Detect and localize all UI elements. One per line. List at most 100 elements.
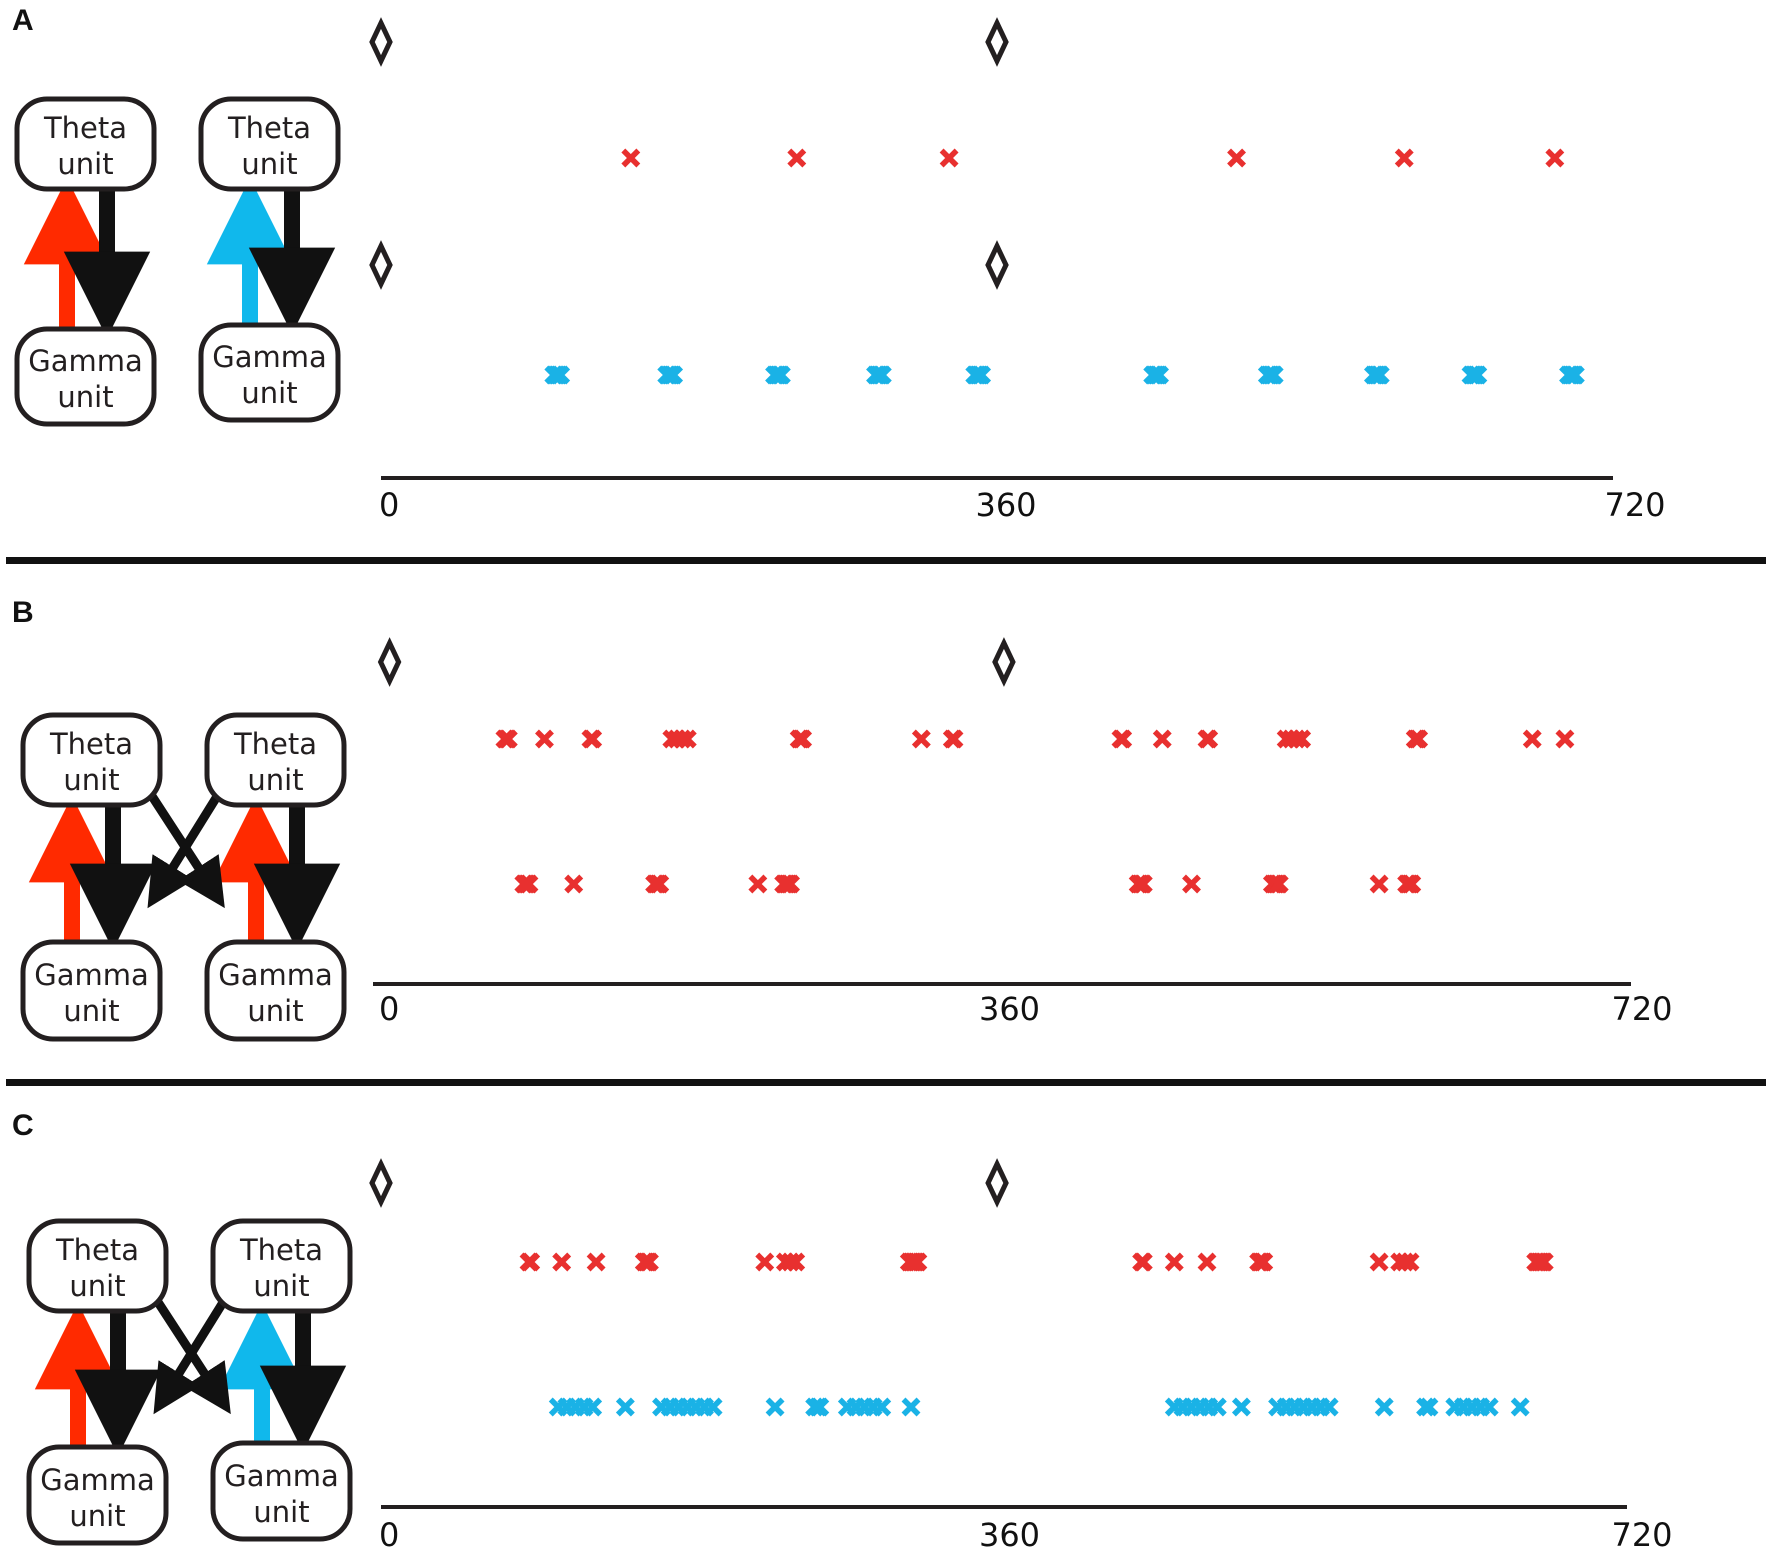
spike-marker-red <box>1182 874 1201 894</box>
theta-peak-diamond-marker <box>985 17 1009 67</box>
spike-marker-blue <box>1479 1397 1499 1417</box>
spike-marker-red <box>1555 729 1575 749</box>
spike-marker-blue <box>1370 365 1390 385</box>
cross-arrow-black <box>144 787 225 909</box>
spike-marker-red <box>781 874 801 894</box>
spike-marker-red <box>1394 148 1414 168</box>
theta-peak-diamond-marker <box>369 17 393 67</box>
spike-marker-blue <box>872 365 892 385</box>
spike-marker-blue <box>1510 1397 1530 1417</box>
spike-marker-red <box>521 1252 541 1272</box>
gamma-unit-label: Gamma <box>28 344 143 378</box>
spike-marker-blue <box>872 1397 892 1417</box>
panel-b-raster: 0 360 720 <box>373 637 1673 1028</box>
spike-marker-red <box>787 148 807 168</box>
spike-marker-red <box>1402 874 1422 894</box>
panel-c-label: C <box>12 1109 34 1142</box>
spike-marker-red <box>498 729 518 749</box>
spike-marker-red <box>1164 1252 1184 1272</box>
theta-unit-box: Theta unit <box>14 96 157 192</box>
theta-unit-label: unit <box>69 1269 125 1303</box>
spike-marker-red <box>564 874 584 894</box>
spike-marker-red <box>908 1252 928 1272</box>
spike-marker-blue <box>901 1397 921 1417</box>
axis-tick-label: 360 <box>975 486 1036 524</box>
theta-unit-label: Theta <box>43 111 127 145</box>
spike-marker-red <box>1152 729 1172 749</box>
gamma-unit-label: unit <box>57 380 113 414</box>
spike-marker-red <box>672 729 692 749</box>
theta-unit-label: Theta <box>227 111 311 145</box>
spike-marker-red <box>621 148 641 168</box>
gamma-unit-label: Gamma <box>218 958 333 992</box>
panel-b-label: B <box>12 596 34 629</box>
gamma-unit-box: Gamma unit <box>26 1444 169 1546</box>
spike-marker-red <box>781 1252 801 1272</box>
theta-unit-label: unit <box>247 763 303 797</box>
theta-peak-diamond-marker <box>985 240 1009 290</box>
spike-marker-red <box>1369 874 1389 894</box>
axis-tick-label: 0 <box>379 990 399 1028</box>
theta-unit-label: Theta <box>233 727 317 761</box>
gamma-unit-box: Gamma unit <box>204 939 347 1042</box>
cross-arrow-black <box>147 787 225 909</box>
spike-marker-red <box>1522 729 1542 749</box>
gamma-unit-label: Gamma <box>212 340 327 374</box>
spike-marker-blue <box>1264 365 1284 385</box>
spike-marker-red <box>583 729 603 749</box>
spike-marker-red <box>1254 1252 1274 1272</box>
spike-marker-blue <box>1207 1397 1227 1417</box>
spike-marker-blue <box>771 365 791 385</box>
axis-tick-label: 720 <box>1611 990 1672 1028</box>
spike-marker-red <box>748 874 768 894</box>
spike-marker-blue <box>615 1397 635 1417</box>
spike-marker-red <box>552 1252 572 1272</box>
spike-marker-red <box>1113 729 1133 749</box>
theta-peak-diamond-marker <box>985 1158 1009 1208</box>
spike-marker-blue <box>1231 1397 1251 1417</box>
axis-tick-label: 360 <box>979 990 1040 1028</box>
gamma-unit-label: Gamma <box>224 1459 339 1493</box>
spike-marker-blue <box>972 365 992 385</box>
theta-unit-box: Theta unit <box>20 712 163 808</box>
cross-arrow-black <box>153 1293 231 1415</box>
theta-unit-label: unit <box>63 763 119 797</box>
panel-a-schematic: Theta unit Theta unit Gamma unit Gamma u… <box>14 96 341 427</box>
axis-tick-label: 360 <box>979 1516 1040 1554</box>
axis-tick-label: 720 <box>1611 1516 1672 1554</box>
gamma-unit-box: Gamma unit <box>198 322 341 423</box>
theta-unit-label: Theta <box>239 1233 323 1267</box>
spike-marker-red <box>939 148 959 168</box>
theta-peak-diamond-marker <box>369 1158 393 1208</box>
theta-unit-box: Theta unit <box>26 1218 169 1314</box>
gamma-unit-label: unit <box>241 376 297 410</box>
spike-marker-blue <box>765 1397 785 1417</box>
spike-marker-red <box>944 729 964 749</box>
panel-divider-ab <box>6 557 1766 564</box>
spike-marker-red <box>677 729 697 749</box>
spike-marker-red <box>1287 729 1306 749</box>
spike-marker-red <box>755 1252 775 1272</box>
theta-unit-label: unit <box>253 1269 309 1303</box>
gamma-unit-label: unit <box>69 1499 125 1533</box>
theta-unit-box: Theta unit <box>198 96 341 192</box>
gamma-unit-label: Gamma <box>40 1463 155 1497</box>
theta-unit-box: Theta unit <box>210 1218 353 1314</box>
spike-marker-blue <box>1150 365 1170 385</box>
theta-unit-label: unit <box>241 147 297 181</box>
spike-marker-red <box>1369 1252 1389 1272</box>
spike-marker-blue <box>551 365 571 385</box>
spike-marker-blue <box>1468 365 1488 385</box>
panel-divider-bc <box>6 1079 1766 1086</box>
panel-a-label: A <box>12 4 34 37</box>
cross-arrow-black <box>150 1293 231 1415</box>
theta-peak-diamond-marker <box>992 637 1016 687</box>
spike-marker-blue <box>1319 1397 1339 1417</box>
spike-marker-red <box>1395 1252 1415 1272</box>
theta-peak-diamond-marker <box>377 637 402 687</box>
